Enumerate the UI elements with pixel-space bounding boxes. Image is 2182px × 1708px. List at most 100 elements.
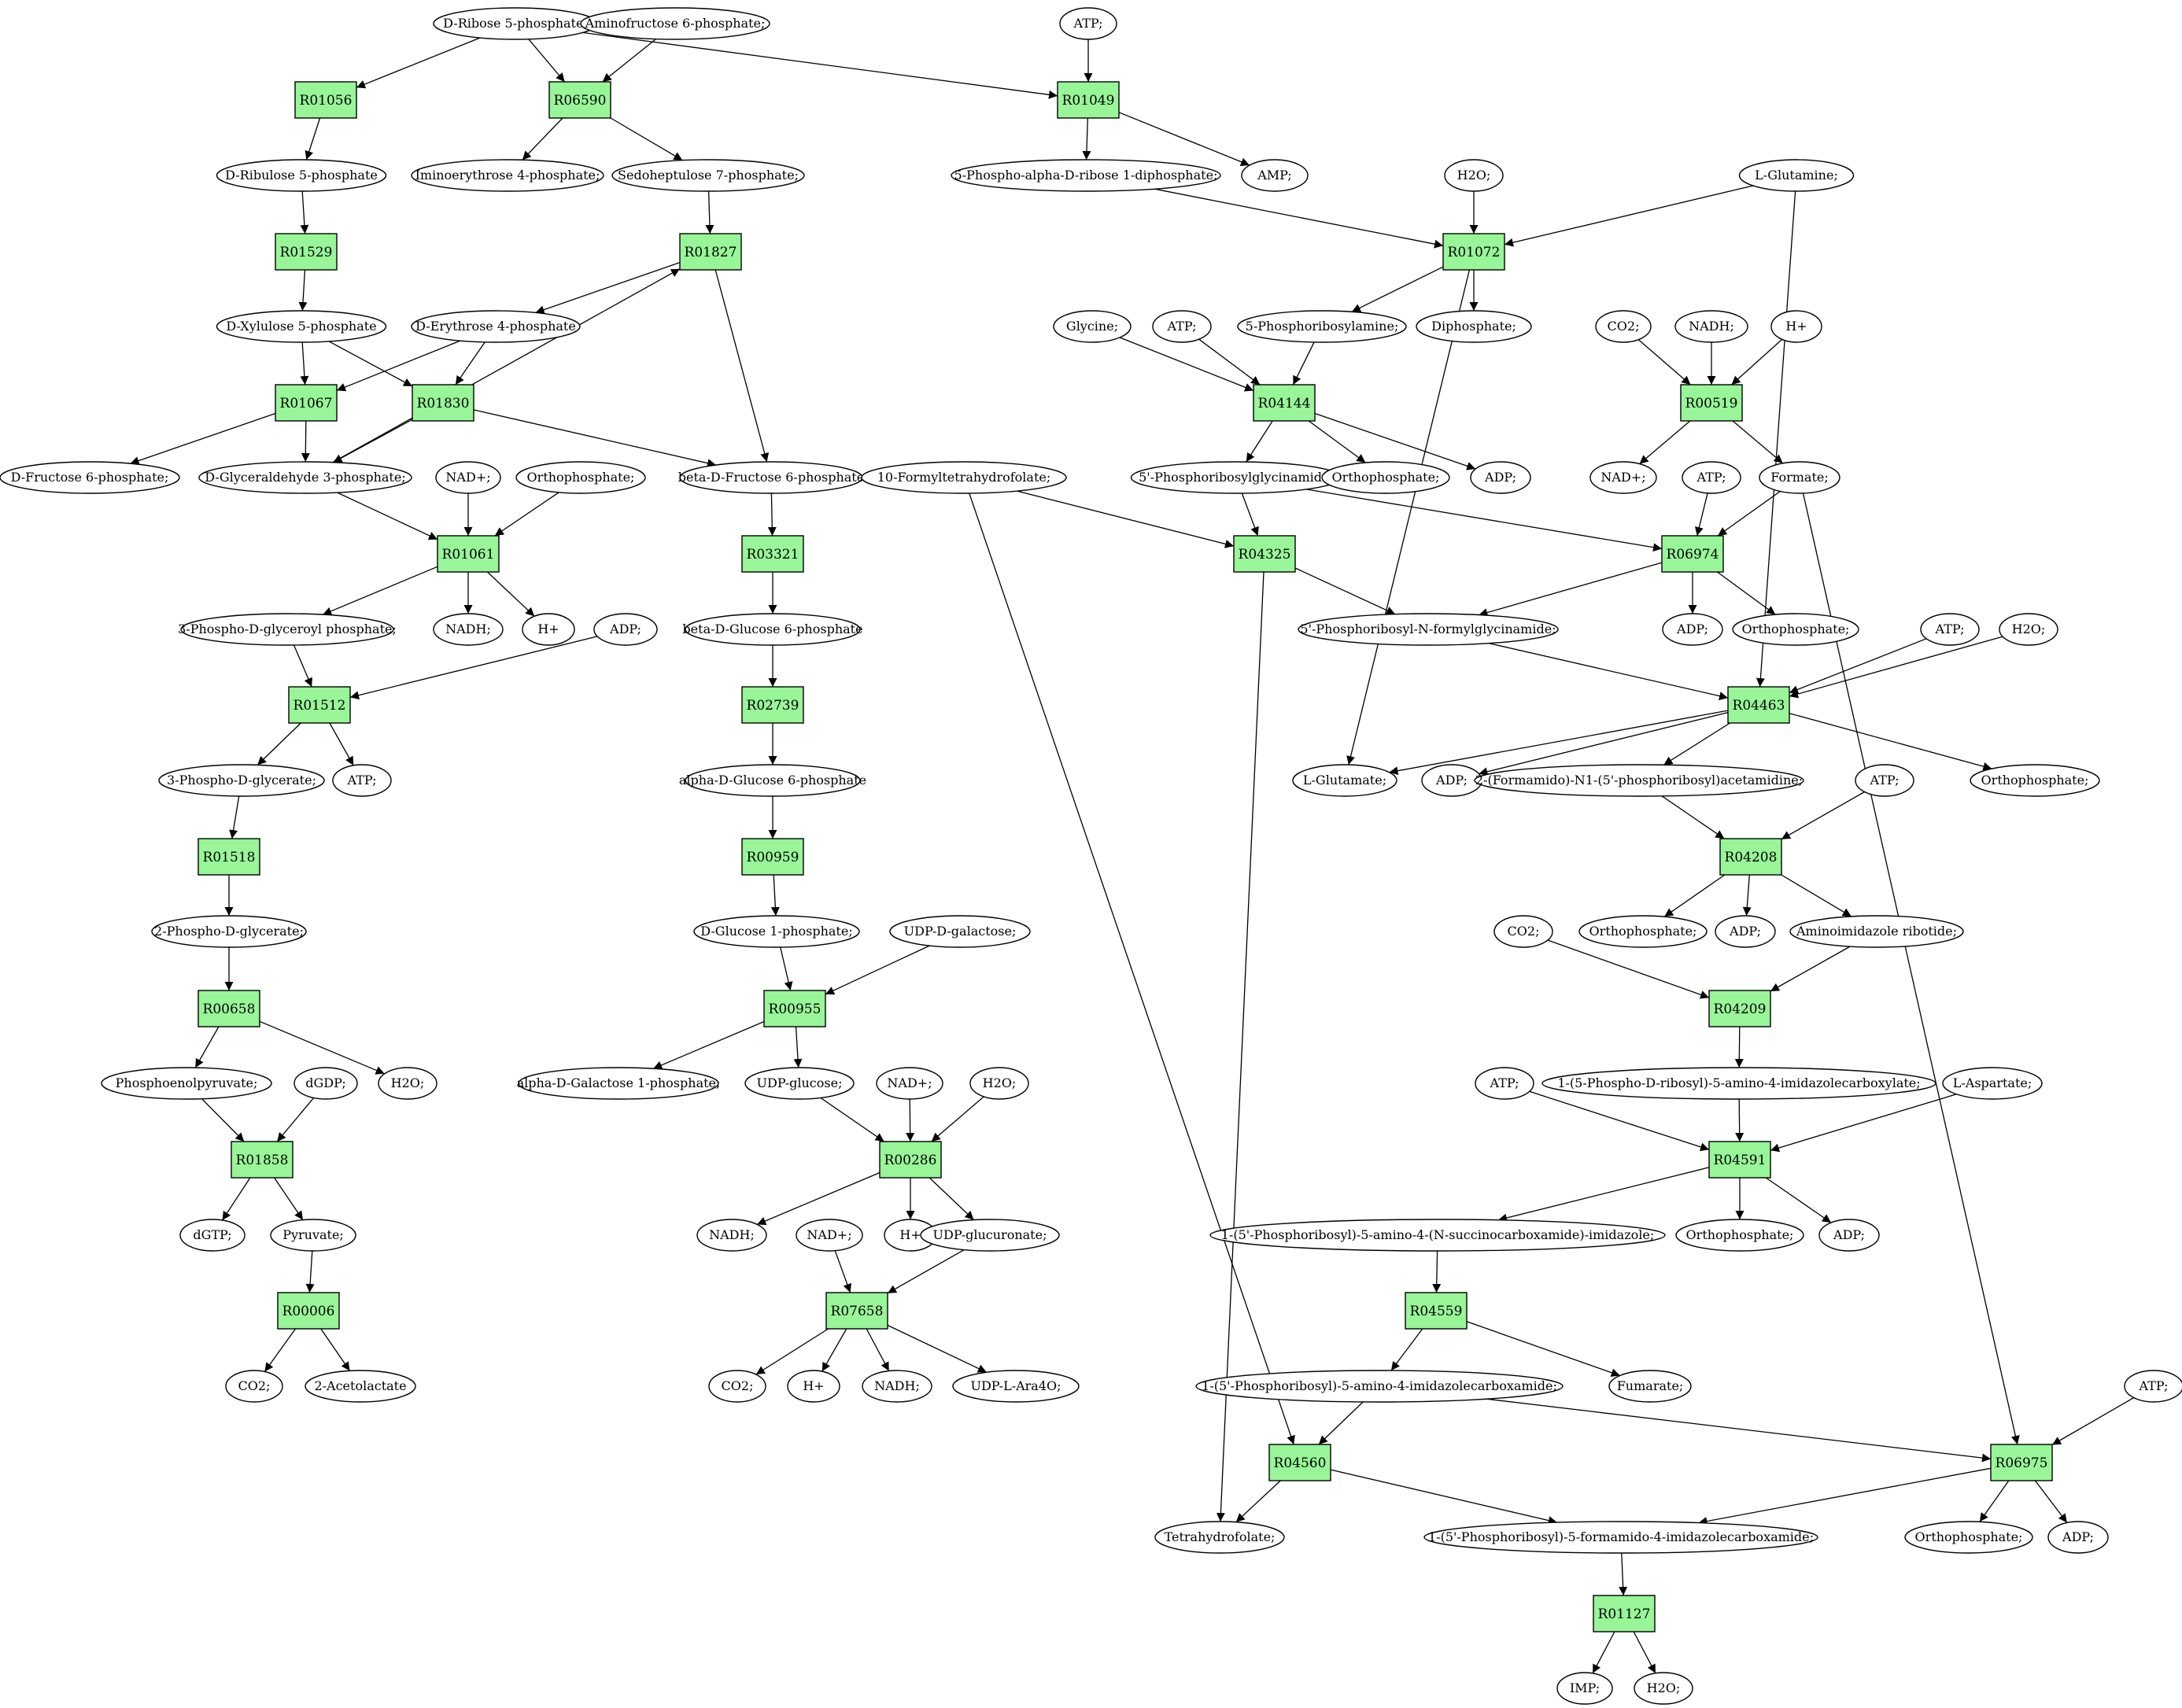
compound-node-udp-glucose[interactable]: UDP-glucose; <box>744 1067 855 1100</box>
compound-node-orthophosphate[interactable]: Orthophosphate; <box>1732 613 1859 646</box>
reaction-node-r01072[interactable]: R01072 <box>1442 233 1505 271</box>
compound-node-d-ribulose-5-phosphate[interactable]: D-Ribulose 5-phosphate <box>216 159 387 192</box>
reaction-node-r01858[interactable]: R01858 <box>231 1141 294 1179</box>
compound-node-co2[interactable]: CO2; <box>1493 915 1553 948</box>
compound-node-h[interactable]: H+ <box>522 613 575 646</box>
compound-node-adp[interactable]: ADP; <box>1715 915 1776 948</box>
reaction-node-r04325[interactable]: R04325 <box>1233 535 1296 573</box>
reaction-node-r04591[interactable]: R04591 <box>1708 1141 1771 1179</box>
compound-node-pyruvate[interactable]: Pyruvate; <box>270 1219 356 1252</box>
compound-node-alpha-d-galactose-1-phosphate[interactable]: alpha-D-Galactose 1-phosphate; <box>517 1067 721 1100</box>
reaction-node-r00955[interactable]: R00955 <box>763 990 826 1027</box>
compound-node-dgtp[interactable]: dGTP; <box>179 1219 246 1252</box>
compound-node-orthophosphate[interactable]: Orthophosphate; <box>1970 764 2100 797</box>
compound-node-1-5-phospho-d-ribosyl-5-amino-4-imidazolecarboxylate[interactable]: 1-(5-Phospho-D-ribosyl)-5-amino-4-imidaz… <box>1541 1067 1936 1100</box>
reaction-node-r02739[interactable]: R02739 <box>741 686 804 724</box>
compound-node-h[interactable]: H+ <box>884 1219 937 1252</box>
compound-node-h2o[interactable]: H2O; <box>1444 159 1504 192</box>
reaction-node-r04208[interactable]: R04208 <box>1719 838 1782 876</box>
compound-node-nadh[interactable]: NADH; <box>862 1370 932 1403</box>
compound-node-1-5-phosphoribosyl-5-amino-4-imidazolecarboxamide[interactable]: 1-(5'-Phosphoribosyl)-5-amino-4-imidazol… <box>1195 1370 1564 1403</box>
reaction-node-r01061[interactable]: R01061 <box>437 535 500 573</box>
compound-node-adp[interactable]: ADP; <box>1470 461 1531 494</box>
compound-node-aminoimidazole-ribotide[interactable]: Aminoimidazole ribotide; <box>1789 915 1964 948</box>
reaction-node-r01067[interactable]: R01067 <box>275 384 338 422</box>
compound-node-imp[interactable]: IMP; <box>1556 1672 1613 1705</box>
compound-node-h2o[interactable]: H2O; <box>1634 1672 1693 1705</box>
compound-node-co2[interactable]: CO2; <box>1595 310 1652 343</box>
compound-node-atp[interactable]: ATP; <box>1059 7 1117 40</box>
reaction-node-r01049[interactable]: R01049 <box>1057 81 1120 119</box>
reaction-node-r01827[interactable]: R01827 <box>679 233 742 271</box>
compound-node-udp-d-galactose[interactable]: UDP-D-galactose; <box>889 915 1031 948</box>
reaction-node-r00959[interactable]: R00959 <box>741 838 804 876</box>
compound-node-atp[interactable]: ATP; <box>2124 1370 2182 1403</box>
reaction-node-r04559[interactable]: R04559 <box>1405 1292 1468 1330</box>
compound-node-aminofructose-6-phosphate[interactable]: Aminofructose 6-phosphate; <box>580 7 770 40</box>
compound-node-alpha-d-glucose-6-phosphate[interactable]: alpha-D-Glucose 6-phosphate <box>679 764 866 797</box>
compound-node-beta-d-glucose-6-phosphate[interactable]: beta-D-Glucose 6-phosphate <box>682 613 863 646</box>
compound-node-nadh[interactable]: NADH; <box>696 1219 767 1252</box>
compound-node-l-aspartate[interactable]: L-Aspartate; <box>1942 1067 2043 1100</box>
compound-node-adp[interactable]: ADP; <box>593 613 658 646</box>
reaction-node-r01518[interactable]: R01518 <box>198 838 260 876</box>
compound-node-h2o[interactable]: H2O; <box>969 1067 1029 1100</box>
compound-node-2-phospho-d-glycerate[interactable]: 2-Phospho-D-glycerate; <box>151 915 307 948</box>
compound-node-atp[interactable]: ATP; <box>1920 613 1980 646</box>
compound-node-atp[interactable]: ATP; <box>1682 461 1741 494</box>
compound-node-atp[interactable]: ATP; <box>1152 310 1212 343</box>
compound-node-udp-glucuronate[interactable]: UDP-glucuronate; <box>920 1219 1060 1252</box>
reaction-node-r07658[interactable]: R07658 <box>825 1292 888 1330</box>
reaction-node-r06974[interactable]: R06974 <box>1661 535 1724 573</box>
reaction-node-r03321[interactable]: R03321 <box>741 535 804 573</box>
compound-node-co2[interactable]: CO2; <box>708 1370 766 1403</box>
compound-node-d-fructose-6-phosphate[interactable]: D-Fructose 6-phosphate; <box>0 461 180 494</box>
reaction-node-r04144[interactable]: R04144 <box>1253 384 1316 422</box>
compound-node-beta-d-fructose-6-phosphate[interactable]: beta-D-Fructose 6-phosphate <box>678 461 864 494</box>
compound-node-d-xylulose-5-phosphate[interactable]: D-Xylulose 5-phosphate <box>216 310 387 343</box>
compound-node-adp[interactable]: ADP; <box>1662 613 1723 646</box>
compound-node-2-formamido-n1-5-phosphoribosyl-acetamidine[interactable]: 2-(Formamido)-N1-(5'-phosphoribosyl)acet… <box>1474 764 1804 797</box>
compound-node-fumarate[interactable]: Fumarate; <box>1608 1370 1692 1403</box>
compound-node-iminoerythrose-4-phosphate[interactable]: Iminoerythrose 4-phosphate; <box>411 159 604 192</box>
compound-node-h[interactable]: H+ <box>1770 310 1822 343</box>
compound-node-l-glutamate[interactable]: L-Glutamate; <box>1292 764 1397 797</box>
compound-node-h2o[interactable]: H2O; <box>1999 613 2058 646</box>
compound-node-diphosphate[interactable]: Diphosphate; <box>1416 310 1532 343</box>
reaction-node-r06590[interactable]: R06590 <box>548 81 611 119</box>
compound-node-nad[interactable]: NAD+; <box>876 1067 943 1100</box>
reaction-node-r00519[interactable]: R00519 <box>1680 384 1743 422</box>
compound-node-nad[interactable]: NAD+; <box>796 1219 863 1252</box>
reaction-node-r04560[interactable]: R04560 <box>1268 1444 1331 1481</box>
reaction-node-r00006[interactable]: R00006 <box>277 1292 340 1330</box>
compound-node-atp[interactable]: ATP; <box>1855 764 1914 797</box>
reaction-node-r04209[interactable]: R04209 <box>1708 990 1771 1027</box>
reaction-node-r00286[interactable]: R00286 <box>879 1141 942 1179</box>
compound-node-d-erythrose-4-phosphate[interactable]: D-Erythrose 4-phosphate <box>411 310 581 343</box>
compound-node-adp[interactable]: ADP; <box>1818 1219 1880 1252</box>
compound-node-orthophosphate[interactable]: Orthophosphate; <box>1675 1219 1804 1252</box>
compound-node-adp[interactable]: ADP; <box>2047 1521 2109 1554</box>
compound-node-d-ribose-5-phosphate[interactable]: D-Ribose 5-phosphate; <box>433 7 598 40</box>
compound-node-formate[interactable]: Formate; <box>1759 461 1840 494</box>
compound-node-10-formyltetrahydrofolate[interactable]: 10-Formyltetrahydrofolate; <box>861 461 1067 494</box>
compound-node-nadh[interactable]: NADH; <box>1674 310 1748 343</box>
compound-node-nad[interactable]: NAD+; <box>435 461 501 494</box>
compound-node-5-phospho-alpha-d-ribose-1-diphosphate[interactable]: 5-Phospho-alpha-D-ribose 1-diphosphate; <box>951 159 1221 192</box>
compound-node-d-glyceraldehyde-3-phosphate[interactable]: D-Glyceraldehyde 3-phosphate; <box>198 461 412 494</box>
compound-node-3-phospho-d-glyceroyl-phosphate[interactable]: 3-Phospho-D-glyceroyl phosphate; <box>178 613 397 646</box>
compound-node-adp[interactable]: ADP; <box>1421 764 1482 797</box>
compound-node-orthophosphate[interactable]: Orthophosphate; <box>1578 915 1708 948</box>
compound-node-nadh[interactable]: NADH; <box>433 613 504 646</box>
compound-node-nad[interactable]: NAD+; <box>1589 461 1657 494</box>
compound-node-1-5-phosphoribosyl-5-formamido-4-imidazolecarboxamide[interactable]: 1-(5'-Phosphoribosyl)-5-formamido-4-imid… <box>1423 1521 1818 1554</box>
compound-node-orthophosphate[interactable]: Orthophosphate; <box>1321 461 1450 494</box>
reaction-node-r06975[interactable]: R06975 <box>1990 1444 2053 1481</box>
compound-node-phosphoenolpyruvate[interactable]: Phosphoenolpyruvate; <box>101 1067 272 1100</box>
compound-node-d-glucose-1-phosphate[interactable]: D-Glucose 1-phosphate; <box>693 915 860 948</box>
reaction-node-r01830[interactable]: R01830 <box>412 384 474 422</box>
compound-node-h[interactable]: H+ <box>787 1370 840 1403</box>
compound-node-5-phosphoribosylamine[interactable]: 5-Phosphoribosylamine; <box>1237 310 1407 343</box>
reaction-node-r01127[interactable]: R01127 <box>1593 1595 1656 1632</box>
compound-node-udp-l-ara4o[interactable]: UDP-L-Ara4O; <box>952 1370 1080 1403</box>
